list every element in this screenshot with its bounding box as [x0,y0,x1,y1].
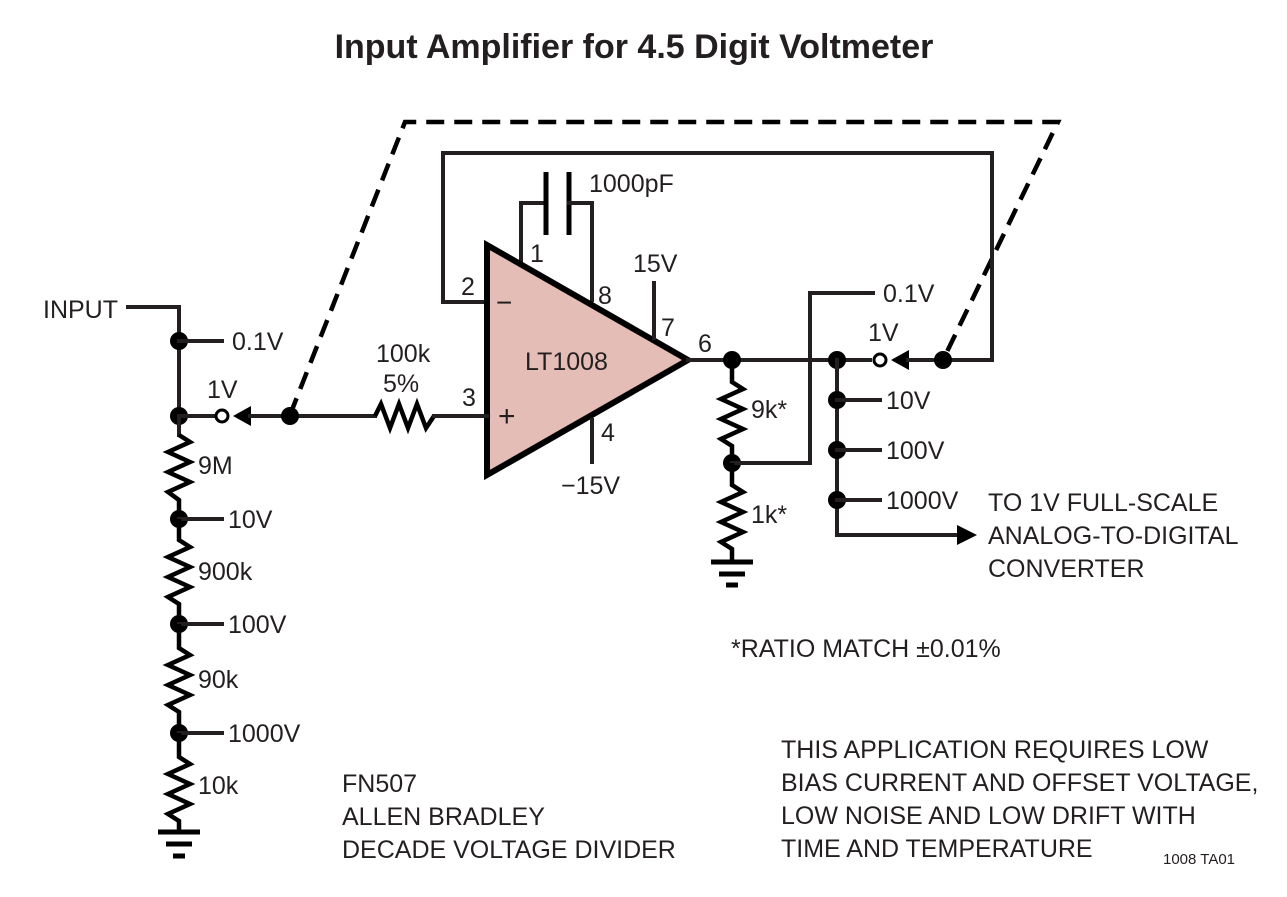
switch-gang-linkage [287,119,1062,416]
opamp-plus-sign: + [498,400,516,433]
resistor-90k-label: 90k [198,666,239,694]
resistor-10k [162,733,196,831]
output-tap-10v-label: 10V [886,387,931,415]
resistor-100k-value: 100k [376,340,431,368]
cap-wire-pin8 [567,201,594,302]
resistor-900k-label: 900k [198,558,253,586]
cap-wire-pin1 [519,201,548,264]
resistor-100k-tolerance: 5% [383,370,419,398]
input-wire [126,305,181,434]
pin-7-label: 7 [661,314,675,342]
output-arrow-icon [957,525,977,545]
output-tap-0.1v-label: 0.1V [883,280,935,308]
switch-wiper-arrow-right [891,350,909,370]
resistor-9m [162,433,196,519]
output-label-line-1: TO 1V FULL-SCALE [988,489,1218,517]
pin-8-label: 8 [598,282,612,310]
divider-note-line-3: DECADE VOLTAGE DIVIDER [342,836,676,864]
requirements-line-4: TIME AND TEMPERATURE [781,835,1093,863]
input-label: INPUT [43,296,118,324]
divider-tap-10v-label: 10V [228,506,273,534]
pin-2-label: 2 [461,273,475,301]
output-label-line-3: CONVERTER [988,555,1145,583]
switch-wiper-left[interactable] [281,407,299,425]
switch-contact-1v-left[interactable] [214,408,230,424]
vminus-label: −15V [561,472,620,500]
output-tap-1000v-label: 1000V [886,487,959,515]
ratio-match-note: *RATIO MATCH ±0.01% [731,635,1001,663]
divider-tap-1000v-label: 1000V [228,720,301,748]
divider-note-line-1: FN507 [342,770,417,798]
page-title: Input Amplifier for 4.5 Digit Voltmeter [335,28,934,66]
resistor-100k [372,397,436,435]
pin-3-label: 3 [462,384,476,412]
figure-id: 1008 TA01 [1163,851,1235,868]
divider-note-line-2: ALLEN BRADLEY [342,803,545,831]
feedback-wire [441,151,994,362]
resistor-9k [715,360,749,463]
switch-wiper-arrow-left [233,406,251,426]
divider-tap-1v-label: 1V [207,376,238,404]
pin-1-label: 1 [530,240,544,268]
resistor-900k [162,519,196,624]
ground-icon-right [711,559,753,588]
cap-value-label: 1000pF [589,170,674,198]
output-tap-1v-label: 1V [868,319,899,347]
divider-tap-0.1v-label: 0.1V [232,328,284,356]
ground-icon-left [158,829,200,859]
requirements-line-1: THIS APPLICATION REQUIRES LOW [781,736,1209,764]
output-tap-100v-label: 100V [886,437,945,465]
resistor-90k [162,624,196,733]
switch-wiper-right[interactable] [934,351,952,369]
resistor-1k-label: 1k* [751,501,787,529]
resistor-1k [715,463,749,561]
switch-contact-1v-right[interactable] [872,352,888,368]
output-label-line-2: ANALOG-TO-DIGITAL [988,522,1239,550]
divider-tap-100v-label: 100V [228,611,287,639]
pin-4-label: 4 [601,419,615,447]
opamp-body [484,239,695,481]
output-bus [835,358,962,537]
resistor-9k-label: 9k* [751,396,787,424]
requirements-line-3: LOW NOISE AND LOW DRIFT WITH [781,802,1196,830]
resistor-10k-label: 10k [198,772,239,800]
opamp-minus-sign: − [496,287,512,318]
resistor-9m-label: 9M [198,452,233,480]
vplus-label: 15V [633,250,678,278]
feedback-tap-0.1v-wire [730,291,875,465]
pin-6-label: 6 [698,330,712,358]
requirements-line-2: BIAS CURRENT AND OFFSET VOLTAGE, [781,769,1258,797]
opamp-part-label: LT1008 [525,348,608,376]
